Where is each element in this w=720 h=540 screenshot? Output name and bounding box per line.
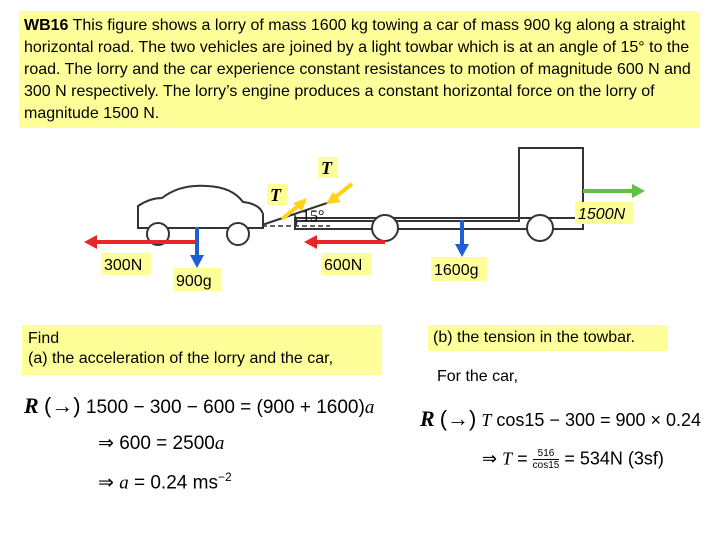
part-a-eq1-var: a (364, 397, 375, 418)
lorry-wheel-rear (526, 214, 554, 242)
tension-fraction: 516 cos15 (532, 448, 560, 471)
part-b-eq1-var: T (481, 410, 492, 430)
car-wheel-front (146, 222, 170, 246)
part-a-eq3-exp: −2 (217, 470, 232, 484)
part-a-eq3-var: a (119, 472, 129, 494)
fraction-denominator: cos15 (532, 460, 560, 471)
lorry-weight-label: 1600g (434, 262, 479, 279)
car-resistance-label: 300N (104, 257, 142, 274)
lorry-resistance-arrow-head (304, 235, 317, 249)
car-weight-arrow-head (190, 255, 204, 268)
part-b-eq2-var: T (502, 448, 513, 469)
implies-icon: ⇒ (98, 472, 114, 494)
resolve-label-b: R (420, 406, 435, 431)
lorry-weight-arrow-head (455, 244, 469, 257)
implies-icon: ⇒ (98, 433, 114, 454)
for-the-car-text: For the car, (437, 368, 518, 385)
tension-label-bg-lower (267, 184, 287, 205)
engine-force-label-bg (575, 202, 633, 224)
tension-label-upper: T (321, 158, 333, 178)
implies-icon: ⇒ (482, 448, 498, 469)
tension-label-lower: T (270, 185, 282, 205)
part-b-question-box: (b) the tension in the towbar. (428, 325, 668, 351)
part-b-eq2-result: = 534N (3sf) (559, 448, 664, 469)
force-diagram: 15° T T 1500N 300N 600N 900g 1600g (84, 147, 645, 291)
part-b-equation-1: R (→) T cos15 − 300 = 900 × 0.24 (420, 406, 701, 432)
tension-label-bg-upper (318, 157, 338, 178)
part-a-question: (a) the acceleration of the lorry and th… (28, 350, 334, 367)
part-a-equation-3: ⇒ a = 0.24 ms−2 (98, 470, 232, 494)
part-a-question-box: Find (a) the acceleration of the lorry a… (22, 325, 382, 375)
lorry-weight-label-bg (431, 257, 487, 281)
car-resistance-arrow-head (84, 235, 97, 249)
car-weight-label: 900g (176, 273, 212, 290)
resolve-label-a: R (24, 393, 39, 418)
car-wheel-rear (226, 222, 250, 246)
part-a-eq2: 600 = 2500 (119, 433, 215, 454)
resolve-arrow-b: (→) (439, 406, 477, 431)
towbar (261, 201, 331, 226)
part-a-equation-2: ⇒ 600 = 2500a (98, 432, 224, 455)
angle-arc (293, 213, 298, 227)
car-weight-label-bg (173, 268, 221, 291)
part-a-eq3-value: = 0.24 ms (128, 472, 218, 494)
find-label: Find (28, 330, 60, 347)
car-resistance-label-bg (101, 253, 151, 275)
problem-label: WB16 (24, 17, 69, 34)
part-b-eq1-rest: cos15 − 300 = 900 × 0.24 (491, 410, 702, 430)
tension-arrow-car-head (293, 198, 307, 211)
problem-text: This figure shows a lorry of mass 1600 k… (24, 17, 691, 122)
part-b-equation-2: ⇒ T = 516 cos15 = 534N (3sf) (482, 448, 664, 471)
part-a-equation-1: R (→) 1500 − 300 − 600 = (900 + 1600)a (24, 393, 374, 419)
engine-force-arrow-head (632, 184, 645, 198)
resolve-arrow-a: (→) (43, 393, 81, 418)
part-b-question: (b) the tension in the towbar. (433, 329, 635, 346)
car-body (137, 184, 264, 229)
part-a-eq1-left: 1500 − 300 − 600 = (900 + 1600) (85, 397, 365, 418)
lorry-resistance-label: 600N (324, 257, 362, 274)
angle-label: 15° (302, 208, 324, 225)
tension-arrow-lorry-head (326, 192, 341, 204)
engine-force-label: 1500N (578, 206, 626, 223)
part-a-eq2-var: a (214, 433, 225, 454)
lorry-wheel-front (371, 214, 399, 242)
lorry-resistance-label-bg (321, 253, 371, 275)
problem-statement: WB16 This figure shows a lorry of mass 1… (19, 11, 700, 128)
fraction-numerator: 516 (532, 448, 560, 460)
